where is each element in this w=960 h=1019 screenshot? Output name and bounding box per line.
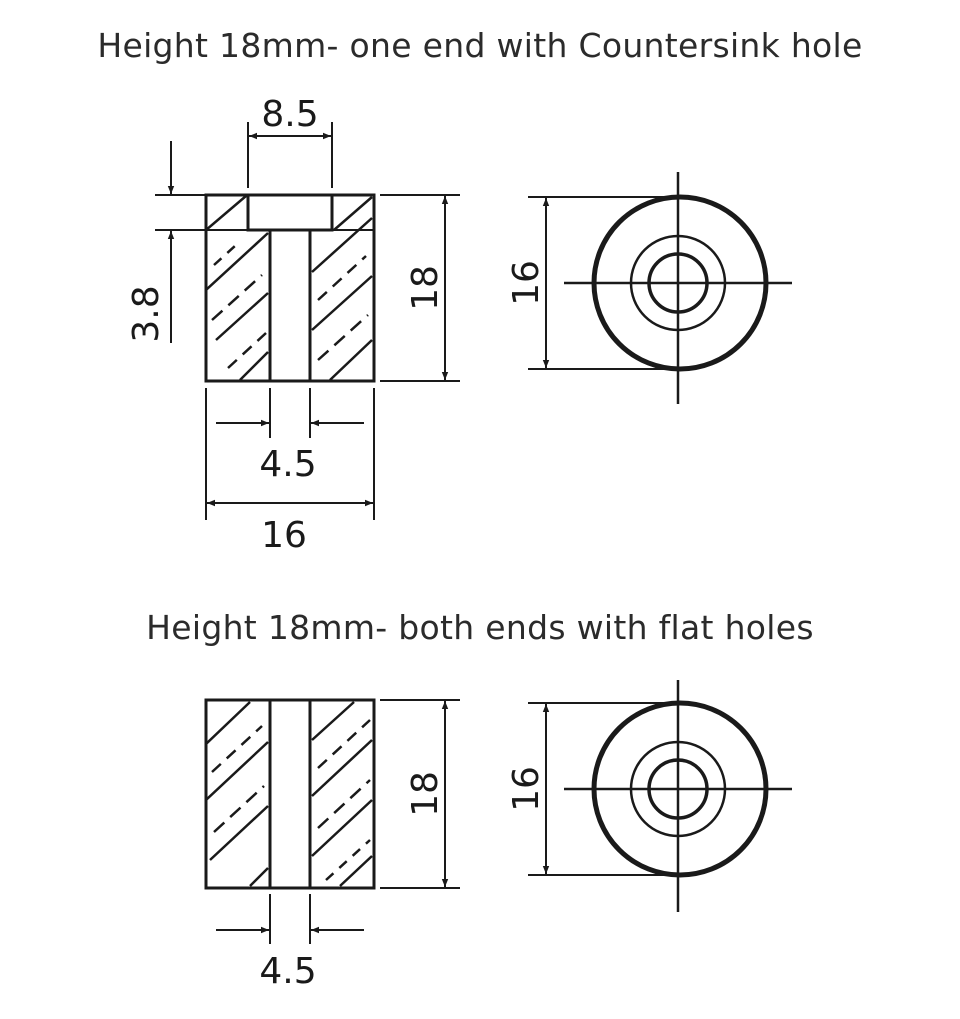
dim-countersink-depth: 3.8: [126, 285, 167, 342]
hatch-right: [311, 701, 373, 887]
body-outline: [204, 698, 376, 890]
end-view-flat: 16: [506, 680, 792, 912]
end-view-countersink: 16: [506, 172, 792, 404]
dim-height: 18: [405, 771, 446, 817]
hatch-right: [311, 196, 373, 381]
dim-end-view-diameter: 16: [506, 260, 547, 306]
dim-countersink-diameter: 8.5: [261, 94, 318, 135]
section-view-countersink: 8.5 3.8 18 4.5 16: [126, 94, 460, 556]
hatch-left: [206, 701, 269, 887]
dim-end-view-diameter: 16: [506, 766, 547, 812]
hatch-left: [206, 195, 269, 381]
body-outline: [204, 193, 376, 383]
diagram-caption-countersink: Height 18mm- one end with Countersink ho…: [97, 26, 863, 65]
dim-height: 18: [405, 265, 446, 311]
dim-hole-diameter: 4.5: [259, 951, 316, 992]
dim-hole-diameter: 4.5: [259, 444, 316, 485]
section-view-flat: 18 4.5: [204, 698, 460, 992]
diagram-caption-flat-holes: Height 18mm- both ends with flat holes: [146, 608, 814, 647]
countersink-pocket: [246, 195, 334, 232]
dim-outer-diameter: 16: [261, 515, 307, 556]
